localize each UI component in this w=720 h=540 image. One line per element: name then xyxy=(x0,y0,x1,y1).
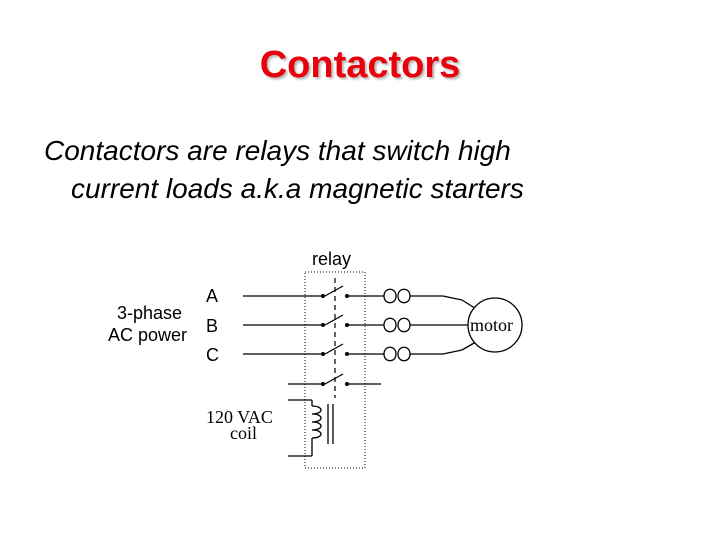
overload-heater-a xyxy=(381,288,482,313)
overload-heater-b xyxy=(381,317,470,333)
motor-label: motor xyxy=(470,315,513,335)
slide-title: Contactors xyxy=(259,44,461,86)
phase-b-label: B xyxy=(206,316,218,336)
relay-label: relay xyxy=(312,249,351,269)
motor-symbol xyxy=(467,297,523,353)
overload-heater-c xyxy=(381,338,482,362)
body-line-1: Contactors are relays that switch high xyxy=(44,135,511,166)
coil-label-line2: coil xyxy=(230,423,257,443)
relay-enclosure xyxy=(304,271,366,469)
phase-a-line xyxy=(243,285,381,298)
slide-body: Contactors are relays that switch high c… xyxy=(44,132,684,208)
phase-b-line xyxy=(243,314,381,327)
coil-symbol xyxy=(288,399,334,457)
source-label-line1: 3-phase xyxy=(117,303,182,323)
phase-a-label: A xyxy=(206,286,218,306)
coil-label-line1: 120 VAC xyxy=(206,407,273,427)
body-line-2: current loads a.k.a magnetic starters xyxy=(71,173,524,204)
source-label-line2: AC power xyxy=(108,325,187,345)
phase-c-label: C xyxy=(206,345,219,365)
phase-c-line xyxy=(243,343,381,356)
auxiliary-contact xyxy=(288,373,381,386)
